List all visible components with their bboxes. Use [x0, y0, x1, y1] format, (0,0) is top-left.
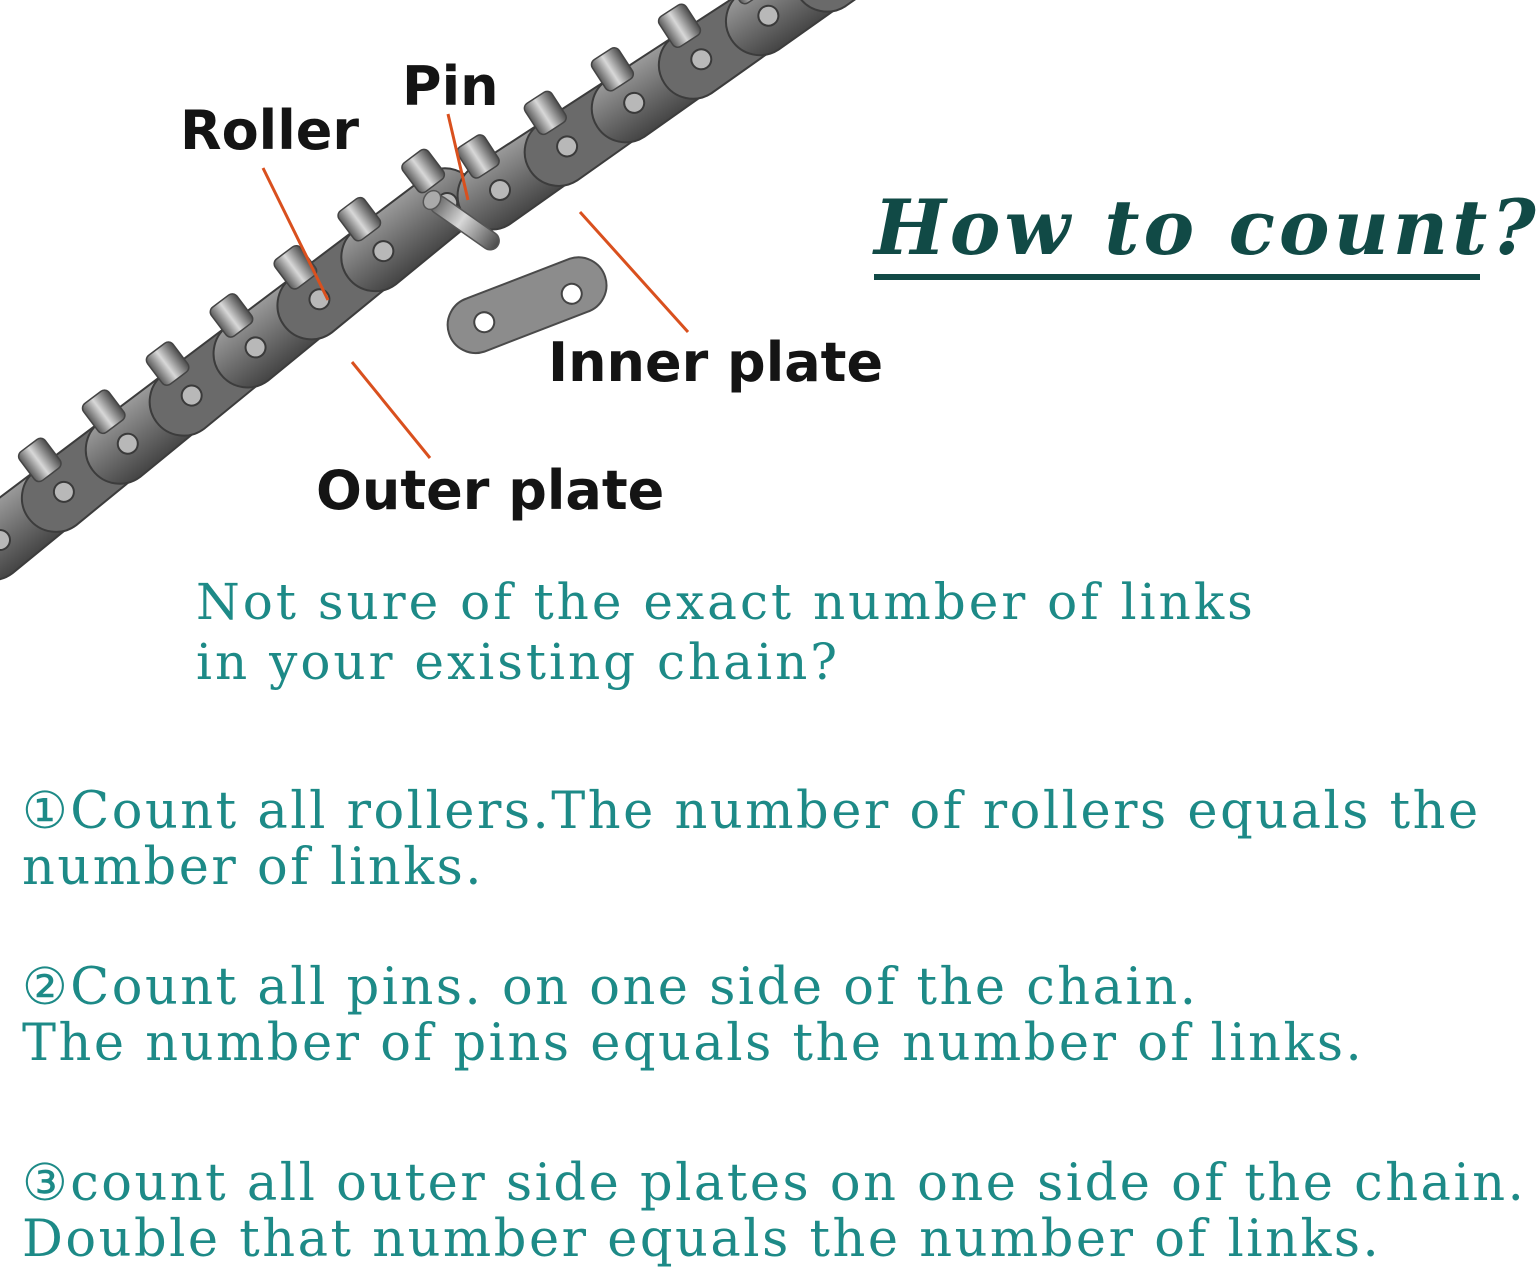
roller — [456, 134, 500, 179]
outer-plate-leader-line — [350, 361, 432, 459]
inner-plate-leader-line — [578, 210, 690, 334]
roller — [145, 341, 190, 386]
title-block: How to count? — [874, 183, 1540, 272]
pin-head — [244, 336, 267, 359]
roller-leader-line — [261, 167, 330, 301]
intro-line-2: in your existing chain? — [196, 633, 841, 691]
title-underline — [874, 274, 1480, 280]
step-1-line-1: ①Count all rollers.The number of rollers… — [22, 782, 1481, 841]
roller-chain-diagram — [0, 0, 936, 581]
roller — [209, 293, 254, 338]
step-2-line-2: The number of pins equals the number of … — [22, 1014, 1365, 1073]
pin-head — [489, 179, 511, 201]
page-title: How to count? — [874, 183, 1540, 272]
roller — [590, 47, 635, 92]
step-2: ②Count all pins. on one side of the chai… — [22, 960, 1364, 1072]
inner-plate-label: Inner plate — [548, 331, 884, 394]
outer-plate-label: Outer plate — [316, 459, 665, 522]
roller — [523, 90, 567, 136]
outer-plate — [724, 0, 869, 57]
step-1: ①Count all rollers.The number of rollers… — [22, 784, 1481, 896]
pin-head — [690, 48, 713, 71]
loose-inner-plate — [446, 256, 608, 354]
pin-head — [116, 432, 139, 455]
step-1-line-2: number of links. — [22, 838, 485, 897]
roller — [81, 389, 126, 435]
roller — [337, 196, 382, 242]
right-chain-segment — [456, 0, 936, 231]
pin-head — [556, 135, 579, 158]
loose-pin — [422, 189, 500, 251]
pin-leader-line — [446, 113, 470, 201]
pin-head — [757, 4, 780, 27]
pin-head — [52, 480, 75, 503]
roller-label: Roller — [180, 99, 359, 162]
step-2-line-1: ②Count all pins. on one side of the chai… — [22, 958, 1199, 1017]
step-3-line-2: Double that number equals the number of … — [22, 1210, 1382, 1269]
pin-head — [0, 529, 11, 551]
left-chain-segment — [0, 148, 480, 581]
intro-text: Not sure of the exact number of links in… — [196, 572, 1256, 692]
pin-head — [180, 384, 203, 407]
step-3: ③count all outer side plates on one side… — [22, 1156, 1526, 1268]
pin-head — [623, 91, 646, 114]
inner-plate — [792, 0, 936, 13]
roller — [657, 3, 702, 49]
roller — [17, 437, 62, 483]
roller — [401, 148, 446, 194]
intro-line-1: Not sure of the exact number of links — [196, 573, 1256, 631]
pin-head — [372, 240, 395, 263]
pin-label: Pin — [402, 55, 499, 118]
step-3-line-1: ③count all outer side plates on one side… — [22, 1154, 1527, 1213]
